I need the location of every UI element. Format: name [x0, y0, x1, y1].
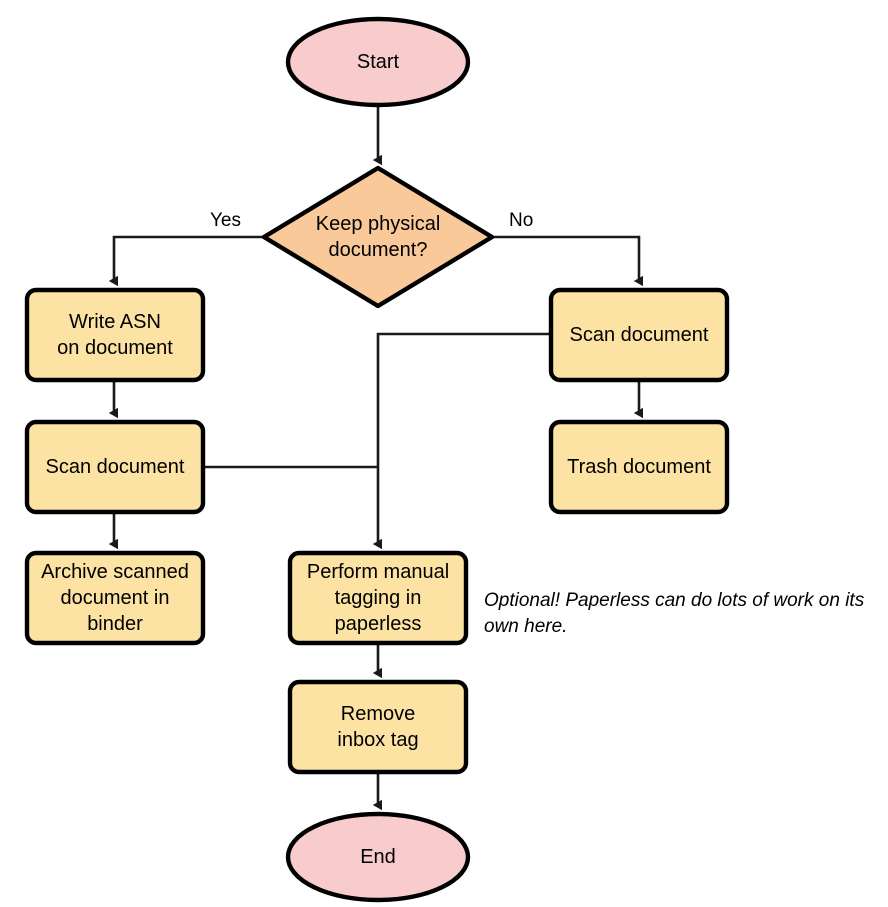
node-keep-physical-document[interactable]: [261, 165, 495, 309]
optional-note: Optional! Paperless can do lots of work …: [484, 590, 865, 637]
node-end[interactable]: [285, 811, 471, 903]
node-trash-document[interactable]: [548, 419, 730, 515]
node-remove-inbox-tag[interactable]: [287, 679, 469, 775]
node-start[interactable]: [285, 16, 471, 108]
edge-label-no: No: [509, 210, 534, 231]
edge-scan-right-to-tagging: [378, 332, 551, 544]
edge-label-yes: Yes: [210, 210, 241, 231]
edge-decision-no-to-scan-right: [492, 235, 639, 281]
node-scan-document-left[interactable]: [24, 419, 206, 515]
node-perform-manual-tagging-in-paperless[interactable]: [287, 550, 469, 646]
node-scan-document-right[interactable]: [548, 287, 730, 383]
node-write-asn-on-document[interactable]: [24, 287, 206, 383]
node-archive-scanned-document-in-binder[interactable]: [24, 550, 206, 646]
edge-decision-yes-to-write-asn: [114, 235, 264, 281]
